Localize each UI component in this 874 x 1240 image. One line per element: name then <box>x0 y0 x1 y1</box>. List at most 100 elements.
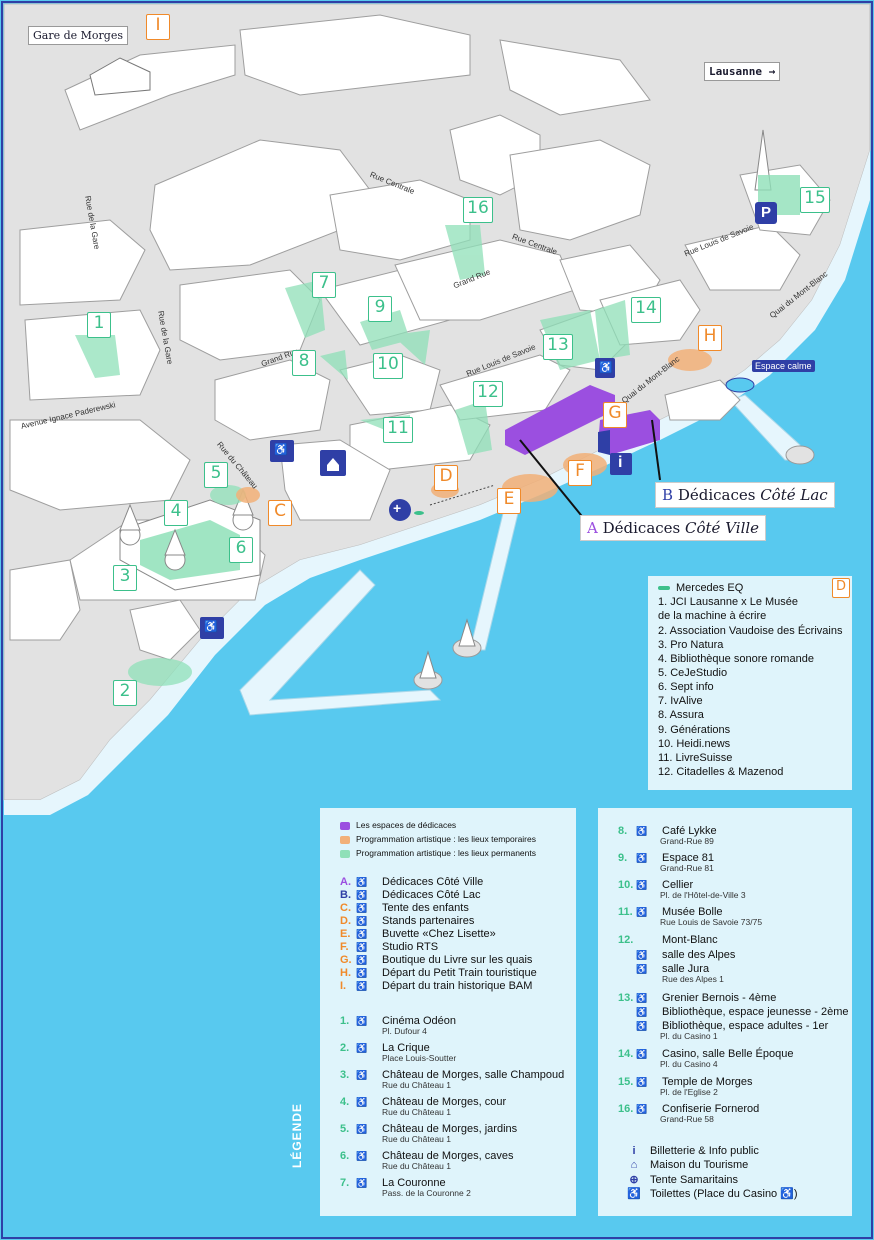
legend-letter-c: C.♿Tente des enfants <box>340 902 469 914</box>
toilet-icon-3: ♿ <box>599 362 613 374</box>
legende-vertical: LÉGENDE <box>290 1102 304 1168</box>
marker-10[interactable]: 10 <box>373 353 403 379</box>
marker-9[interactable]: 9 <box>368 296 392 322</box>
leader-b <box>651 419 661 481</box>
legend-grenier: ♿Bibliothèque, espace jeunesse - 2ème <box>636 1006 849 1018</box>
legend-letter-b: B.♿Dédicaces Côté Lac <box>340 889 481 901</box>
marker-d[interactable]: D <box>434 465 458 491</box>
marker-g[interactable]: G <box>603 402 627 428</box>
dedicace-b-letter: B <box>662 486 674 504</box>
marker-14[interactable]: 14 <box>631 297 661 323</box>
dedicace-a-label[interactable]: A Dédicaces Côté Ville <box>580 515 767 541</box>
marker-11[interactable]: 11 <box>383 417 413 443</box>
mercedes-row: Mercedes EQ <box>658 582 743 594</box>
marker-2[interactable]: 2 <box>113 680 137 706</box>
legend-grenier: 13.♿Grenier Bernois - 4ème <box>618 992 777 1004</box>
legend-symbol-house: ⌂Maison du Tourisme <box>630 1159 749 1171</box>
stand-item: 2. Association Vaudoise des Écrivains <box>658 625 843 637</box>
legend-left-panel: LÉGENDE Les espaces de dédicaces Program… <box>290 808 576 1216</box>
swatch-dedicaces: Les espaces de dédicaces <box>340 820 456 830</box>
lighthouse-2 <box>419 650 437 679</box>
espace-calme-label: Espace calme <box>752 360 815 372</box>
dedicace-a-letter: A <box>587 519 598 537</box>
stand-item: 9. Générations <box>658 724 731 736</box>
dedicace-a-text: Dédicaces <box>602 519 686 537</box>
stand-item: 6. Sept info <box>658 681 714 693</box>
legend-letter-i: I.♿Départ du train historique BAM <box>340 980 533 992</box>
marker-4[interactable]: 4 <box>164 500 188 526</box>
stand-item: 8. Assura <box>658 709 704 721</box>
stand-item: 12. Citadelles & Mazenod <box>658 766 784 778</box>
chateau-de-morges <box>119 488 261 591</box>
marker-13[interactable]: 13 <box>543 334 573 360</box>
lausanne-label: Lausanne → <box>704 62 781 81</box>
marker-3[interactable]: 3 <box>113 565 137 591</box>
swatch-temporaires: Programmation artistique : les lieux tem… <box>340 834 536 844</box>
gare-building <box>89 57 151 96</box>
marker-7[interactable]: 7 <box>312 272 336 298</box>
toilet-icon-2: ♿ <box>204 621 218 633</box>
marker-e[interactable]: E <box>497 488 521 514</box>
dedicace-b-text: Dédicaces <box>677 486 761 504</box>
marker-i[interactable]: I <box>146 14 170 40</box>
stand-item: 4. Bibliothèque sonore romande <box>658 653 814 665</box>
marker-1[interactable]: 1 <box>87 312 111 338</box>
stand-item: 3. Pro Natura <box>658 639 724 651</box>
legend-letter-f: F.♿Studio RTS <box>340 941 439 953</box>
stand-dots <box>429 484 496 506</box>
stand-item: 5. CeJeStudio <box>658 667 728 679</box>
legend-montblanc-sub: ♿salle des Alpes <box>636 949 736 961</box>
marker-16[interactable]: 16 <box>463 197 493 223</box>
samaritains-icon: + <box>393 500 402 516</box>
stand-item: de la machine à écrire <box>658 610 767 622</box>
marker-6[interactable]: 6 <box>229 537 253 563</box>
dedicace-a-italic: Côté Ville <box>685 519 760 537</box>
jetty-left <box>239 569 442 716</box>
lighthouse-1 <box>458 618 476 647</box>
stands-panel: Mercedes EQ D 1. JCI Lausanne x Le Musée… <box>648 576 852 790</box>
legend-symbol-toilettes: ♿Toilettes (Place du Casino ♿) <box>627 1188 798 1200</box>
marker-h[interactable]: H <box>698 325 722 351</box>
legend-letter-g: G.♿Boutique du Livre sur les quais <box>340 954 533 966</box>
legend-venue: 12.Mont-Blanc <box>618 934 718 946</box>
stand-item: 11. LivreSuisse <box>658 752 733 764</box>
marker-12[interactable]: 12 <box>473 381 503 407</box>
gare-label: Gare de Morges <box>28 26 128 45</box>
info-icon: i <box>618 454 623 471</box>
legend-symbol-samaritains: ⊕Tente Samaritains <box>629 1174 739 1186</box>
pier-head <box>785 445 815 465</box>
dedicace-b-label[interactable]: B Dédicaces Côté Lac <box>655 482 835 508</box>
legend-letter-h: H.♿Départ du Petit Train touristique <box>340 967 537 979</box>
shore-band <box>4 150 870 815</box>
mercedes-marker <box>414 511 424 515</box>
marker-8[interactable]: 8 <box>292 350 316 376</box>
marker-15[interactable]: 15 <box>800 187 830 213</box>
marker-f[interactable]: F <box>568 460 592 486</box>
parking-icon: P <box>761 204 772 221</box>
stand-item: 1. JCI Lausanne x Le Musée <box>658 596 799 608</box>
legend-letter-d: D.♿Stands partenaires <box>340 915 475 927</box>
toilet-icon: ♿ <box>274 444 288 456</box>
marker-c[interactable]: C <box>268 500 292 526</box>
legend-letter-e: E.♿Buvette «Chez Lisette» <box>340 928 496 940</box>
marker-5[interactable]: 5 <box>204 462 228 488</box>
stand-item: 10. Heidi.news <box>658 738 731 750</box>
swatch-permanents: Programmation artistique : les lieux per… <box>340 848 536 858</box>
